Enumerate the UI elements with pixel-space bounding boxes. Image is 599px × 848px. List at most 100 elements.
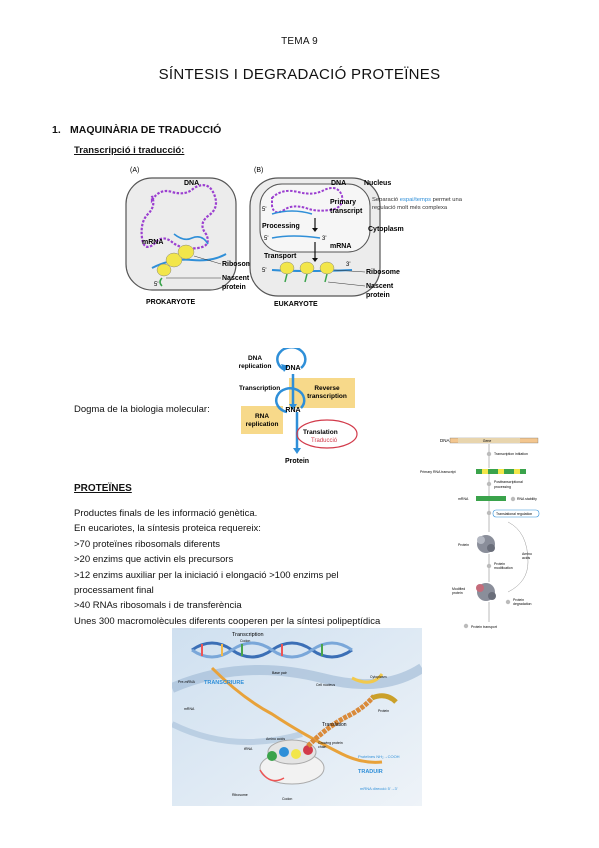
label-transport: Transport: [264, 253, 297, 260]
reg-amino-2: acids: [522, 556, 530, 560]
protein-node: Protein: [285, 458, 309, 465]
section-number: 1.: [52, 124, 61, 136]
reg-protein: Protein: [458, 543, 469, 547]
syn-ribosome: Ribosome: [232, 793, 248, 797]
translation-highlight: [296, 419, 358, 449]
label-nascent-b: Nascent: [366, 283, 394, 290]
reg-transport: Protein transport: [471, 625, 497, 629]
dna-helix: [191, 641, 353, 659]
syn-base-pair: Base pair: [272, 671, 288, 675]
mrna-strand: [210, 666, 383, 764]
prokaryote-mrna: [173, 233, 209, 245]
rna-node: RNA: [285, 407, 300, 414]
reg-mrna: mRNA: [458, 497, 469, 501]
reg-translational: Translational regulation: [496, 512, 532, 516]
prokaryote-cell: [125, 177, 237, 291]
reg-degradation-1: Protein: [513, 598, 524, 602]
syn-cytoplasm: Cytoplasm: [370, 675, 387, 679]
label-ribosome-a: Ribosome: [222, 261, 256, 268]
syn-direccio-mrna: mRNA direcció 5'→3': [360, 786, 398, 791]
five-prime-c: 5': [264, 236, 268, 242]
growing-chain: [306, 694, 376, 748]
syn-amino-acids: Amino acids: [266, 737, 285, 741]
prokaryote-dna: [140, 183, 218, 250]
label-processing: Processing: [262, 223, 300, 230]
label-primary: Primary: [330, 199, 356, 206]
five-prime-a: 5': [154, 282, 158, 288]
syn-transcriure: TRANSCRIURE: [204, 680, 244, 686]
label-cytoplasm: Cytoplasm: [368, 226, 404, 233]
label-protein-a: protein: [222, 284, 246, 291]
tema-label: TEMA 9: [281, 36, 318, 47]
dna-replication-label-2: replication: [239, 363, 272, 370]
ribosome-icon: [165, 252, 183, 268]
reg-primary-rna: Primary RNA transcript: [420, 470, 456, 474]
syn-transcription: Transcription: [232, 632, 264, 638]
panel-b-label: (B): [254, 167, 263, 174]
reg-modification-1: Protein: [494, 562, 505, 566]
label-transcript: transcript: [330, 208, 363, 215]
label-mrna-a: mRNA: [142, 239, 163, 246]
syn-growing-1: Growing protein: [318, 741, 343, 745]
proteins-paragraph: Productes finals de les informació genèt…: [74, 506, 434, 629]
syn-codon: Codon: [240, 639, 250, 643]
reg-modification-2: modification: [494, 566, 513, 570]
syn-protein: Protein: [378, 709, 389, 713]
five-prime-d: 5': [262, 268, 266, 274]
page-title: SÍNTESIS I DEGRADACIÓ PROTEÏNES: [158, 66, 441, 83]
eukaryote-dna: [271, 187, 344, 214]
ribosome-icon: [177, 244, 195, 260]
gene-regulation-figure: DNA Gene Transcription initiation Primar…: [420, 437, 540, 629]
proteins-line: >12 enzims auxiliar per la iniciació i e…: [74, 569, 339, 581]
label-protein-b: protein: [366, 292, 390, 299]
section-heading: 1. MAQUINÀRIA DE TRADUCCIÓ: [52, 124, 221, 136]
syn-pre-mrna: Pre-mRNA: [178, 680, 196, 684]
reg-modified-2: protein: [452, 591, 463, 595]
label-nascent-a: Nascent: [222, 275, 250, 282]
panel-a-label: (A): [130, 167, 139, 174]
reg-modified-1: Modified: [452, 587, 465, 591]
proteins-line: >20 enzims que activin els precursors: [74, 554, 234, 566]
five-prime-b: 5': [262, 207, 266, 213]
dna-replication-label: DNA: [248, 355, 262, 362]
prokaryote-eukaryote-figure: (A) DNA mRNA 5' Ribosome Nascent protein…: [125, 167, 463, 308]
syn-cell-nucleus: Cell nucleus: [316, 683, 335, 687]
syn-codon-2: Codon: [282, 797, 292, 801]
proteins-line: >70 proteïnes ribosomals diferents: [74, 538, 221, 550]
prokaryote-mrna-strand: [151, 253, 227, 269]
proteins-line: processament final: [74, 585, 154, 597]
proteins-line: Productes finals de les informació genèt…: [74, 508, 258, 519]
dogma-label: Dogma de la biologia molecular:: [74, 404, 210, 415]
label-dna-a: DNA: [184, 180, 199, 187]
label-eukaryote: EUKARYOTE: [274, 301, 318, 308]
reverse-transcription-label-2: transcription: [307, 393, 347, 400]
traduccio-label: Traducció: [311, 438, 338, 444]
reg-amino-1: Amino: [522, 552, 532, 556]
transcription-label: Transcription: [239, 385, 280, 392]
note-line-2: regulació molt més complexa: [372, 205, 448, 211]
proteins-line: >40 RNAs ribosomals i de transferència: [74, 600, 242, 612]
label-dna-b: DNA: [331, 180, 346, 187]
three-prime-c: 3': [346, 262, 350, 268]
note-line-1: Separació espai/temps permet una: [372, 197, 463, 203]
section-title: MAQUINÀRIA DE TRADUCCIÓ: [70, 124, 222, 136]
label-nucleus: Nucleus: [364, 180, 391, 187]
reg-degradation-2: degradation: [513, 602, 532, 606]
rna-replication-label-2: replication: [246, 421, 279, 428]
reg-post-2: processing: [494, 485, 511, 489]
label-prokaryote: PROKARYOTE: [146, 299, 195, 306]
dna-node: DNA: [285, 365, 300, 372]
reg-transcription-init: Transcription initiation: [494, 452, 528, 456]
proteins-heading: PROTEÏNES: [74, 483, 132, 494]
label-ribosome-b: Ribosome: [366, 269, 400, 276]
reg-dna: DNA: [440, 438, 450, 443]
rna-replication-box: [241, 406, 283, 434]
reverse-transcription-label: Reverse: [314, 385, 340, 392]
central-dogma-diagram: DNA replication DNA Transcription Revers…: [239, 348, 358, 465]
reg-post-1: Posttranscriptional: [494, 480, 523, 484]
ribosome-icon: [156, 263, 172, 277]
proteins-line: En eucariotes, la síntesis proteica requ…: [74, 523, 261, 535]
proteins-line: Unes 300 macromolècules diferents cooper…: [74, 615, 381, 627]
reg-rna-stability: RNA stability: [517, 497, 537, 501]
syn-mrna: mRNA: [184, 707, 195, 711]
